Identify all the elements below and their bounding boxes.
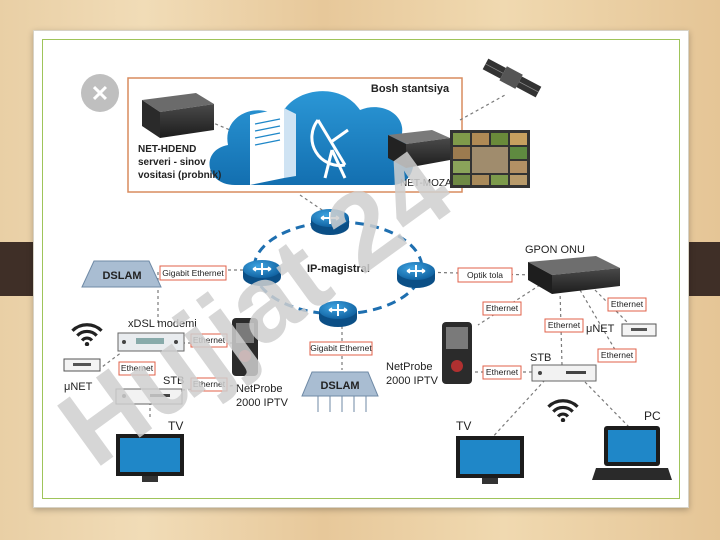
ethernet-label-2: Ethernet [121,363,154,373]
unet-right-label: μNET [586,323,615,335]
server-tower-icon [250,108,296,185]
dslam-bottom-label: DSLAM [320,380,359,392]
dslam-bottom-ports [317,396,367,412]
net-hdend-server-icon [142,93,214,138]
gpon-onu-label: GPON ONU [525,244,585,256]
ethernet-label-3: Ethernet [193,379,226,389]
stb-left-label: STB [163,375,184,387]
gigabit-ethernet-label-1: Gigabit Ethernet [162,268,224,278]
stb-right-label: STB [530,352,551,364]
pc-label: PC [644,409,661,423]
xdsl-modem-icon [117,332,185,352]
net-mozaic-label: NET-MOZAIC [400,178,462,189]
net-mozaic-device-icon [388,130,450,168]
gpon-onu-icon [528,256,620,294]
netprobe-right-label-1: NetProbe [386,361,432,373]
tv-right-icon [456,436,524,484]
netprobe-left-label-1: NetProbe [236,383,282,395]
wifi-icon-right [546,399,580,422]
ethernet-label-1: Ethernet [193,335,226,345]
mosaic-screen-grid [450,130,530,188]
unet-left-icon [63,358,101,372]
tv-left-icon [116,434,184,482]
unet-right-icon [621,323,657,337]
ethernet-label-6: Ethernet [611,299,644,309]
ethernet-label-4: Ethernet [486,303,519,313]
headend-title: Bosh stantsiya [371,83,450,95]
netprobe-right-label-2: 2000 IPTV [386,375,439,387]
dslam-left-icon [81,260,162,288]
close-button-bg[interactable] [81,74,119,112]
ethernet-label-7: Ethernet [601,350,634,360]
gigabit-ethernet-label-2: Gigabit Ethernet [310,343,372,353]
ip-magistral-label: IP-magistral [307,263,370,275]
pc-laptop-icon [592,426,672,480]
stb-left-icon [115,388,183,405]
hdend-label-line1: NET-HDEND [138,144,196,155]
satellite-icon [482,58,542,98]
stb-right-icon [531,364,597,382]
dslam-bottom-icon [301,371,379,397]
dslam-left-label: DSLAM [102,270,141,282]
slide-frame [42,39,680,499]
netprobe-left-label-2: 2000 IPTV [236,397,289,409]
tv-left-label: TV [168,419,183,433]
hdend-label-line2: serveri - sinov [138,157,206,168]
netprobe-right-icon [442,322,472,384]
tv-right-label: TV [456,419,471,433]
netprobe-left-icon [232,318,258,376]
optik-tola-label: Optik tola [467,270,503,280]
hdend-label-line3: vositasi (probnik) [138,170,221,181]
close-icon[interactable]: ✕ [91,81,109,106]
ethernet-label-8: Ethernet [486,367,519,377]
satellite-dish-icon [310,119,349,179]
wifi-icon-left [70,323,104,346]
close-button[interactable]: ✕ [81,74,119,112]
unet-left-label: μNET [64,381,93,393]
ethernet-label-5: Ethernet [548,320,581,330]
xdsl-modem-label: xDSL modemi [128,318,197,330]
